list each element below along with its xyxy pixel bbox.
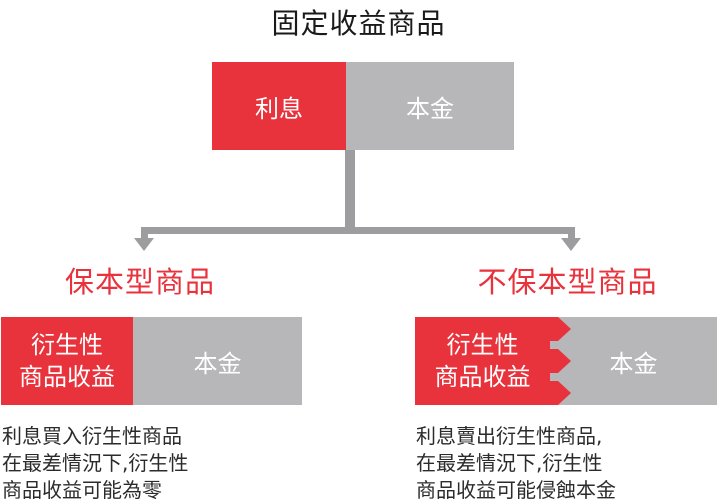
right-category-title: 不保本型商品 bbox=[477, 265, 658, 299]
right-principal-box: 本金 bbox=[550, 317, 717, 405]
left-desc-line3: 商品收益可能為零 bbox=[2, 478, 162, 502]
left-desc-line2: 在最差情況下,衍生性 bbox=[2, 451, 189, 475]
top-principal-box: 本金 bbox=[346, 62, 514, 150]
right-derivative-box: 衍生性 商品收益 bbox=[415, 317, 550, 405]
connector-left-drop bbox=[141, 227, 148, 240]
connector-vertical-trunk bbox=[345, 150, 355, 230]
left-derivative-box: 衍生性 商品收益 bbox=[1, 317, 133, 405]
left-principal-box: 本金 bbox=[133, 317, 302, 405]
right-desc-line3: 商品收益可能侵蝕本金 bbox=[416, 478, 616, 502]
left-derivative-line2: 商品收益 bbox=[19, 363, 115, 391]
left-category-title: 保本型商品 bbox=[64, 265, 215, 299]
connector-right-drop bbox=[568, 227, 575, 240]
right-description: 利息賣出衍生性商品, 在最差情況下,衍生性 商品收益可能侵蝕本金 bbox=[416, 423, 716, 504]
left-derivative-line1: 衍生性 bbox=[31, 331, 103, 359]
arrow-down-right-icon bbox=[561, 238, 581, 251]
top-interest-box: 利息 bbox=[212, 62, 346, 150]
connector-horizontal-bar bbox=[141, 227, 575, 234]
right-desc-line1: 利息賣出衍生性商品, bbox=[416, 424, 603, 448]
arrow-down-left-icon bbox=[134, 238, 154, 251]
right-derivative-line2: 商品收益 bbox=[434, 363, 531, 391]
right-derivative-line1: 衍生性 bbox=[446, 331, 519, 359]
right-desc-line2: 在最差情況下,衍生性 bbox=[416, 451, 603, 475]
erosion-arrows-icon bbox=[549, 317, 571, 405]
left-desc-line1: 利息買入衍生性商品 bbox=[2, 424, 182, 448]
diagram-title: 固定收益商品 bbox=[271, 7, 446, 40]
left-description: 利息買入衍生性商品 在最差情況下,衍生性 商品收益可能為零 bbox=[2, 423, 302, 504]
